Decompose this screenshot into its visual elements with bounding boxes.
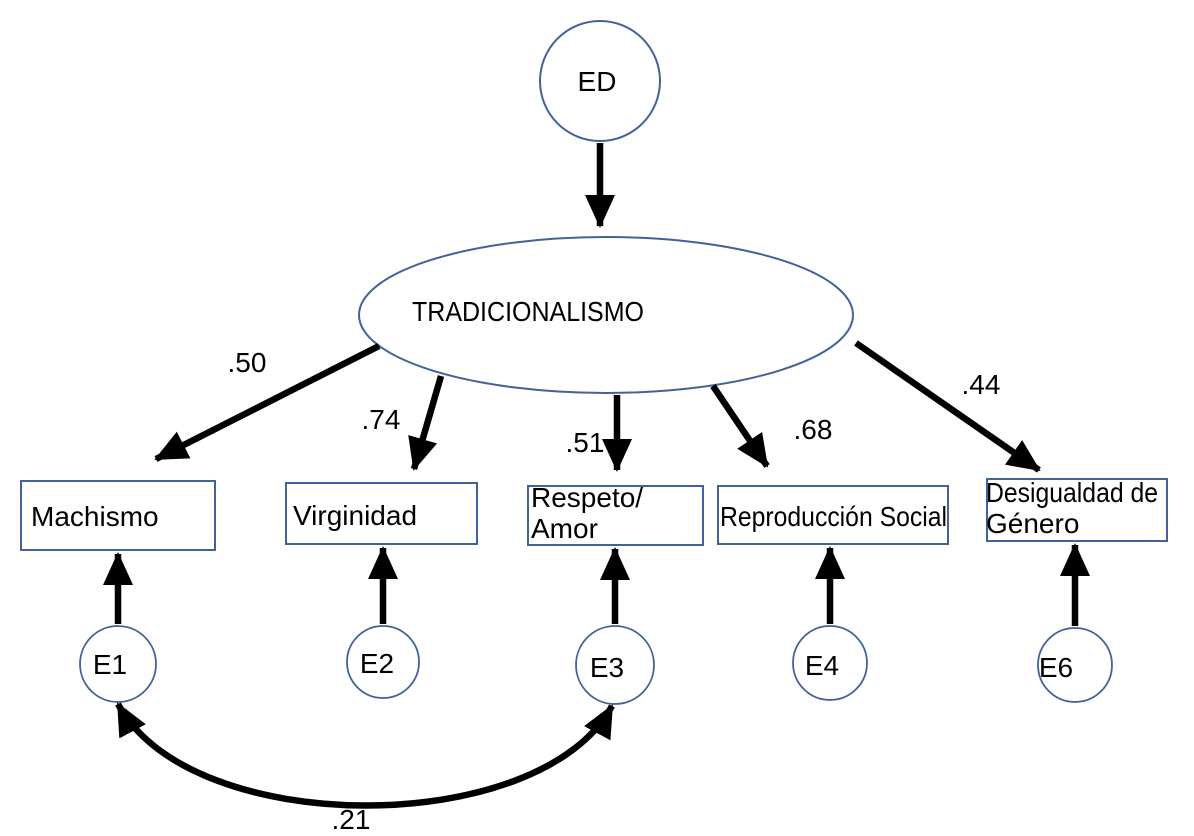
loading-label-machismo: .50 — [228, 347, 267, 378]
loading-label-respeto-amor: .51 — [566, 427, 605, 458]
indicator-label-virginidad: Virginidad — [293, 500, 417, 531]
indicator-box-respeto-amor — [527, 485, 704, 546]
indicator-box-desigualdad-genero — [986, 478, 1168, 542]
indicator-label-respeto-line2: Amor — [531, 513, 598, 544]
arrow-layer — [103, 143, 1090, 809]
loading-arrow-desigualdad — [854, 340, 1041, 473]
loading-label-virginidad: .74 — [362, 404, 401, 435]
error-label-e2: E2 — [360, 648, 394, 679]
disturbance-label: ED — [578, 66, 617, 97]
loading-arrow-virginidad — [408, 375, 445, 471]
indicator-label-machismo: Machismo — [31, 501, 159, 532]
error-label-e6: E6 — [1039, 652, 1073, 683]
error-circle-e1 — [79, 625, 157, 703]
loading-label-desigualdad: .44 — [962, 369, 1001, 400]
indicator-label-respeto-line1: Respeto/ — [531, 482, 643, 513]
loading-arrow-machismo — [154, 343, 381, 462]
error-label-e4: E4 — [805, 650, 839, 681]
error-circle-e2 — [346, 625, 420, 699]
latent-ellipse — [358, 236, 854, 394]
disturbance-circle — [539, 20, 661, 142]
latent-label: TRADICIONALISMO — [412, 296, 644, 327]
error-label-e1: E1 — [93, 649, 127, 680]
covariance-arrow-e1-e3 — [115, 702, 615, 809]
error-circle-e4 — [792, 625, 868, 701]
indicator-box-reproduccion-social — [717, 485, 949, 545]
shape-layer — [20, 20, 1168, 705]
label-layer: ED TRADICIONALISMO .50 .74 .51 .68 .44 M… — [31, 66, 1158, 835]
loading-arrow-reproduccion — [710, 384, 770, 468]
covariance-label: .21 — [332, 804, 371, 835]
indicator-box-machismo — [20, 480, 216, 551]
error-label-e3: E3 — [590, 652, 624, 683]
error-circle-e3 — [575, 625, 655, 705]
error-circle-e6 — [1037, 627, 1113, 703]
loading-label-reproduccion: .68 — [794, 414, 833, 445]
indicator-label-reproduccion: Reproducción Social — [720, 501, 947, 532]
indicator-label-desigualdad-line2: Género — [986, 508, 1079, 539]
indicator-box-virginidad — [285, 482, 478, 545]
indicator-label-desigualdad-line1: Desigualdad de — [986, 477, 1158, 508]
